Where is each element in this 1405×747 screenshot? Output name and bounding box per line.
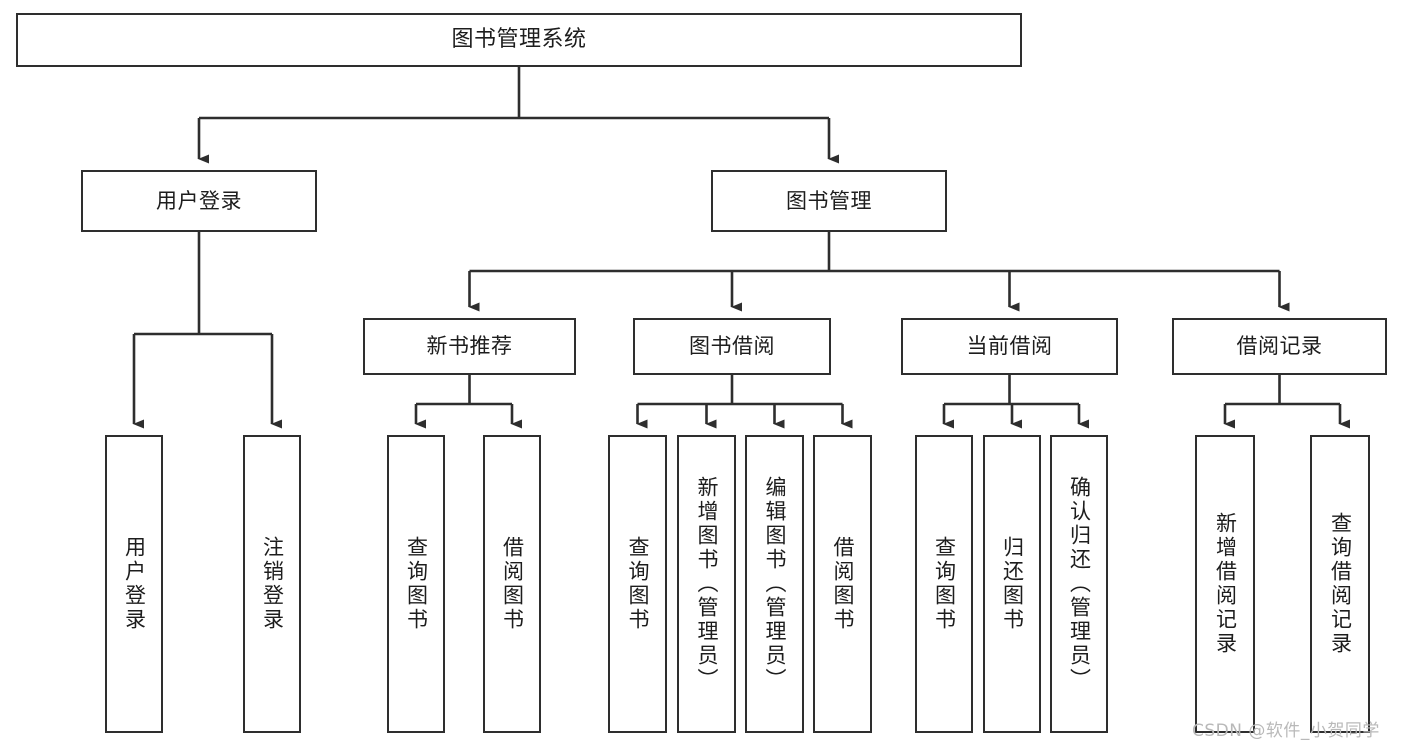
node-label: 图书管理系统: [451, 27, 587, 53]
csdn-watermark: CSDN @软件_小贺同学: [1192, 721, 1380, 741]
node-label: 查询图书: [404, 536, 429, 632]
node-leaf-add-book[interactable]: 新增图书（管理员）: [677, 435, 736, 733]
node-book-manage[interactable]: 图书管理: [711, 170, 947, 232]
node-label: 用户登录: [156, 188, 242, 213]
node-label: 查询图书: [626, 536, 650, 632]
node-leaf-user-login[interactable]: 用户登录: [105, 435, 163, 733]
node-label: 归还图书: [1000, 536, 1025, 632]
node-label: 编辑图书（管理员）: [763, 476, 787, 692]
node-label: 新增图书（管理员）: [695, 476, 719, 692]
node-leaf-query-book-3[interactable]: 查询图书: [915, 435, 973, 733]
node-leaf-query-record[interactable]: 查询借阅记录: [1310, 435, 1370, 733]
node-leaf-add-record[interactable]: 新增借阅记录: [1195, 435, 1255, 733]
node-label: 图书管理: [786, 188, 872, 213]
node-new-book-rec[interactable]: 新书推荐: [363, 318, 576, 375]
node-label: 借阅图书: [500, 536, 525, 632]
node-current-borrow[interactable]: 当前借阅: [901, 318, 1118, 375]
node-label: 图书借阅: [689, 334, 775, 359]
node-label: 新书推荐: [426, 334, 513, 359]
node-label: 用户登录: [122, 536, 147, 632]
node-leaf-edit-book[interactable]: 编辑图书（管理员）: [745, 435, 804, 733]
node-root[interactable]: 图书管理系统: [16, 13, 1022, 67]
node-user-login[interactable]: 用户登录: [81, 170, 317, 232]
node-borrow-record[interactable]: 借阅记录: [1172, 318, 1387, 375]
node-label: 借阅记录: [1236, 334, 1323, 359]
node-label: 确认归还（管理员）: [1067, 476, 1092, 692]
node-leaf-confirm-return[interactable]: 确认归还（管理员）: [1050, 435, 1108, 733]
node-label: 新增借阅记录: [1213, 512, 1238, 656]
node-label: 查询图书: [932, 536, 957, 632]
node-leaf-borrow-book-2[interactable]: 借阅图书: [813, 435, 872, 733]
node-label: 查询借阅记录: [1328, 512, 1353, 656]
node-book-borrow[interactable]: 图书借阅: [633, 318, 831, 375]
node-leaf-borrow-book-1[interactable]: 借阅图书: [483, 435, 541, 733]
node-leaf-query-book-2[interactable]: 查询图书: [608, 435, 667, 733]
node-label: 借阅图书: [831, 536, 855, 632]
node-leaf-query-book-1[interactable]: 查询图书: [387, 435, 445, 733]
node-leaf-return-book[interactable]: 归还图书: [983, 435, 1041, 733]
node-label: 注销登录: [260, 536, 285, 632]
node-leaf-logout[interactable]: 注销登录: [243, 435, 301, 733]
node-label: 当前借阅: [966, 334, 1053, 359]
